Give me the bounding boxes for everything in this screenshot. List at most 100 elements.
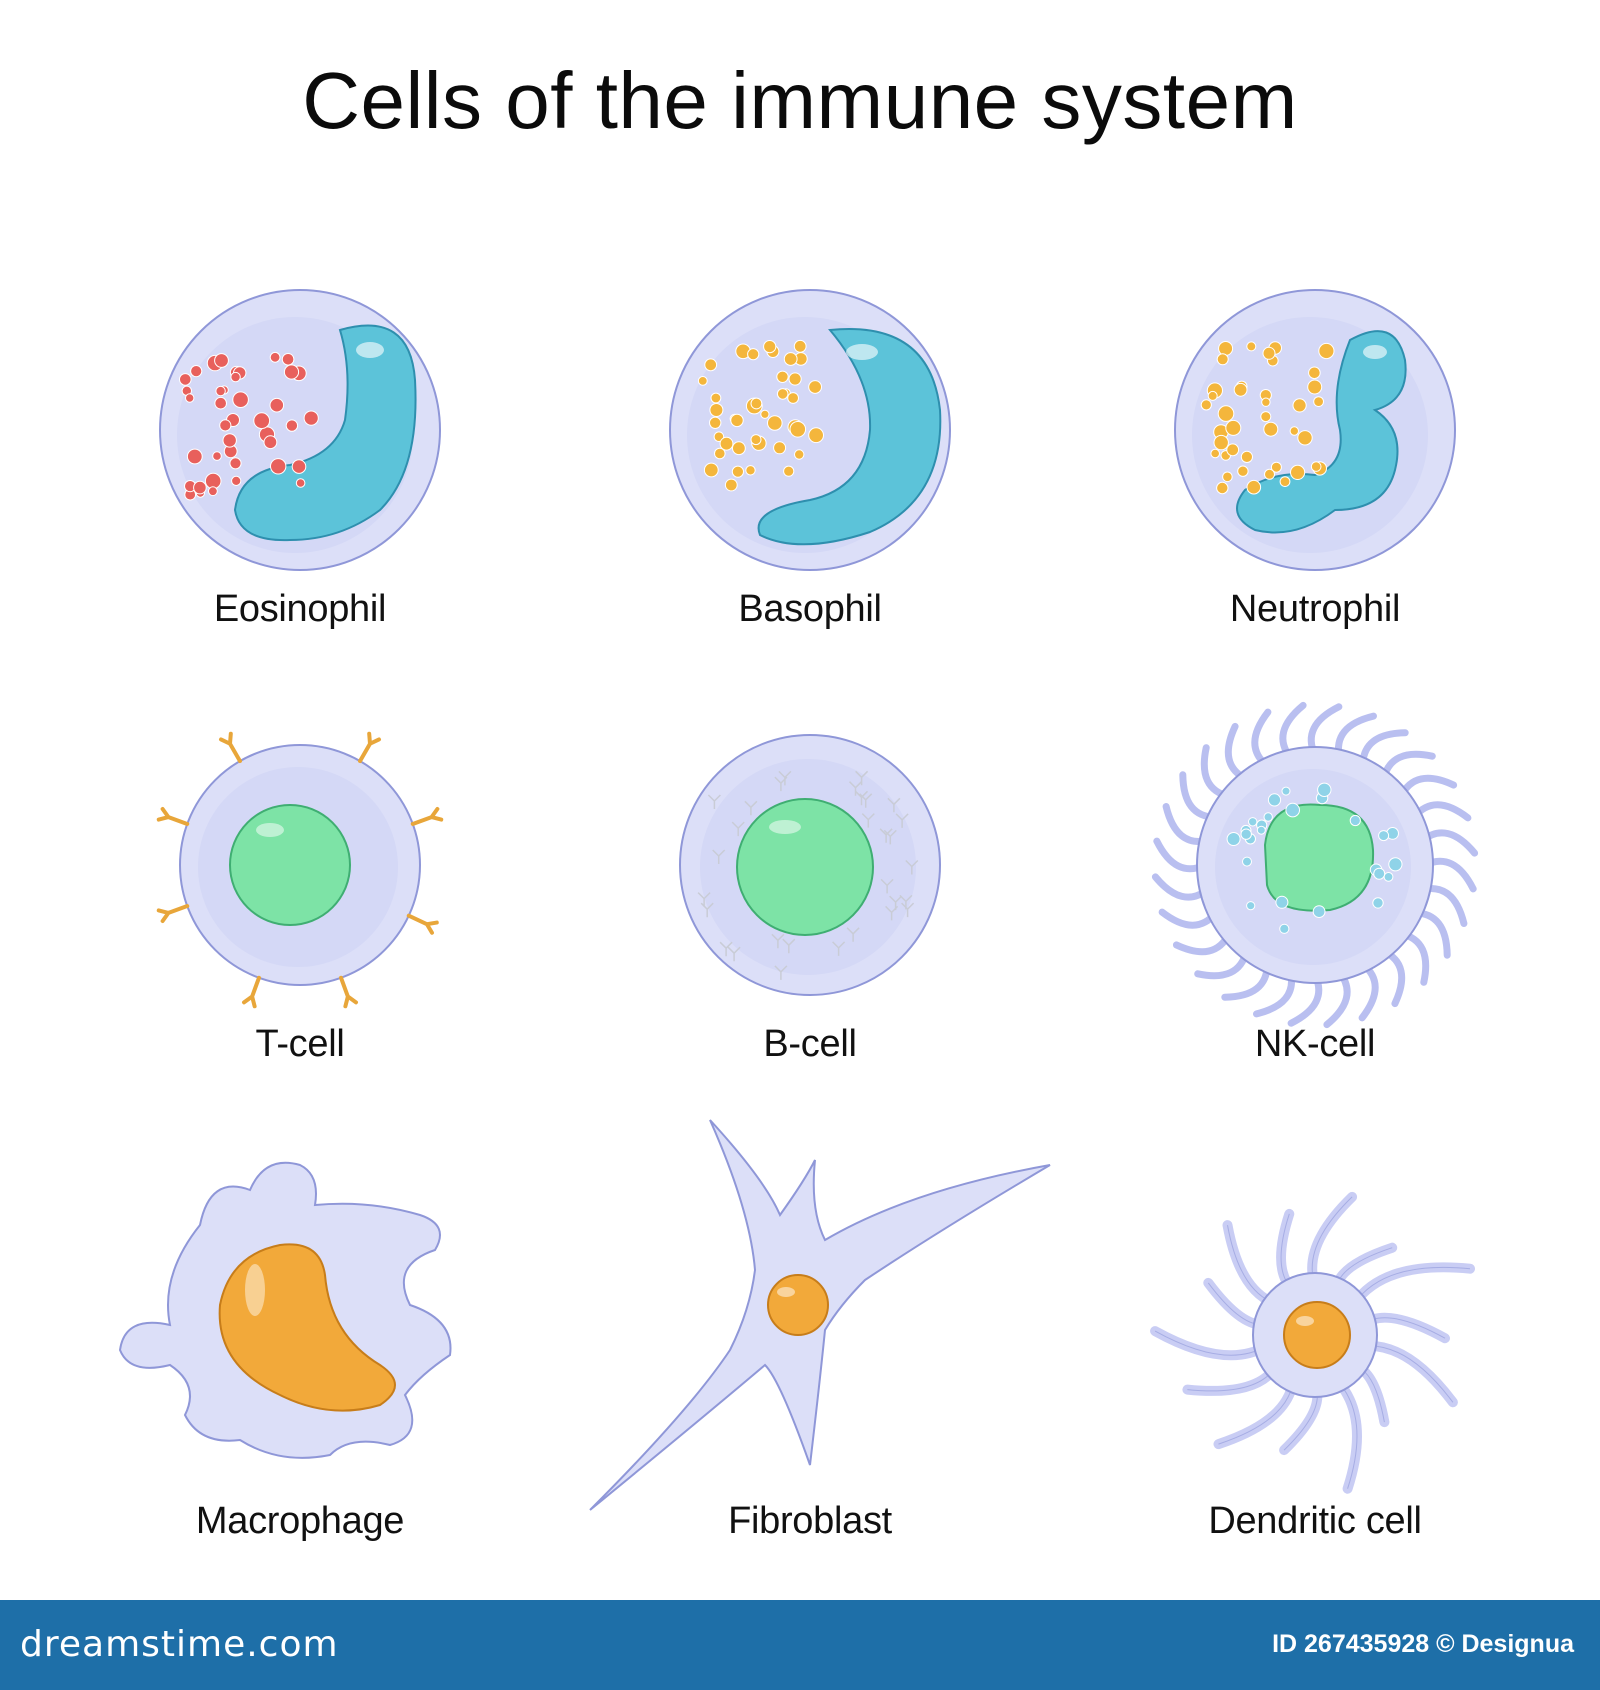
granule: [1237, 465, 1249, 477]
granule: [295, 478, 306, 488]
granule: [1312, 905, 1326, 919]
antibody: [887, 797, 901, 813]
antibody: [880, 878, 894, 894]
granule: [1256, 825, 1266, 835]
antibody: [731, 821, 745, 837]
granule: [704, 358, 718, 372]
antibody: [885, 905, 899, 921]
granule: [1313, 396, 1325, 408]
granule: [808, 380, 823, 394]
granule: [253, 412, 271, 430]
granule: [1264, 468, 1275, 480]
granule: [789, 421, 807, 438]
granule: [1213, 434, 1229, 451]
footer-image-id: ID 267435928 © Designua: [1272, 1630, 1574, 1658]
t-cell-panel: T-cell: [90, 705, 510, 1145]
t-cell-illustration: [156, 731, 444, 1009]
granule: [1233, 382, 1248, 397]
granule: [1240, 450, 1253, 463]
receptor: [339, 975, 358, 1009]
granule: [731, 465, 744, 478]
granule: [1285, 802, 1300, 818]
granule: [1372, 897, 1384, 909]
antibody: [774, 965, 788, 980]
dendrite: [1331, 1375, 1362, 1494]
antibody: [712, 849, 726, 864]
granule: [760, 409, 770, 419]
granule: [1261, 397, 1271, 407]
neutrophil-granules: [1200, 341, 1335, 495]
granule: [1262, 346, 1276, 360]
granule: [1289, 426, 1300, 436]
granule: [269, 351, 281, 363]
granule: [231, 475, 242, 486]
antibody: [774, 776, 788, 792]
granule: [732, 441, 746, 456]
granule: [750, 434, 762, 446]
granule: [767, 415, 783, 431]
granule: [1317, 782, 1332, 798]
cell-label-eosinophil: Eosinophil: [213, 588, 387, 630]
granule: [1246, 341, 1257, 352]
dendritic-cell-panel: Dendritic cell: [1105, 1145, 1525, 1585]
granule: [1307, 379, 1323, 395]
granule: [1240, 828, 1252, 840]
granule: [1297, 430, 1313, 446]
granule: [229, 457, 242, 470]
nk-cell-illustration: [1151, 701, 1479, 1029]
granule: [1246, 901, 1256, 911]
antibody: [905, 859, 919, 875]
granule: [208, 486, 218, 497]
granule: [1246, 479, 1262, 495]
fibroblast-panel: Fibroblast: [580, 1119, 1051, 1560]
cell-label-fibroblast: Fibroblast: [728, 1500, 892, 1542]
granule: [1226, 832, 1241, 846]
granule: [783, 352, 798, 366]
dendrite: [1222, 1220, 1281, 1309]
cell-label-t-cell: T-cell: [255, 1023, 345, 1065]
granule: [709, 416, 722, 430]
dendrite: [1150, 1326, 1272, 1361]
receptor: [219, 731, 242, 764]
receptor: [410, 807, 444, 826]
granule: [1216, 353, 1229, 366]
granule: [1263, 421, 1279, 437]
granule: [703, 462, 719, 478]
eosinophil-granules: [179, 351, 319, 501]
antibody: [782, 938, 796, 954]
macrophage-illustration: [118, 1161, 452, 1459]
cell-label-macrophage: Macrophage: [195, 1500, 405, 1542]
granule: [212, 451, 222, 461]
granule: [1248, 817, 1258, 827]
granule: [1308, 366, 1321, 380]
granule: [1349, 814, 1361, 827]
granule: [697, 376, 708, 386]
receptor: [406, 913, 439, 935]
granule: [776, 370, 789, 384]
cell-label-b-cell: B-cell: [763, 1023, 857, 1065]
granule: [773, 441, 787, 455]
granule: [1373, 867, 1386, 880]
granule: [185, 393, 195, 403]
footer-brand: dreamstime.com: [20, 1624, 339, 1665]
granule: [219, 419, 232, 432]
antibody: [848, 781, 863, 796]
granule: [1388, 857, 1403, 872]
granule: [269, 397, 285, 413]
granule: [1263, 812, 1273, 822]
granule: [776, 388, 789, 400]
granule: [303, 410, 319, 426]
granule: [291, 459, 307, 474]
cell-label-basophil: Basophil: [738, 588, 882, 630]
eosinophil-panel: Eosinophil: [90, 270, 510, 710]
granule: [214, 353, 229, 368]
antibody: [846, 927, 860, 942]
granule: [222, 433, 237, 448]
receptor: [358, 731, 381, 764]
granule: [724, 478, 738, 492]
granule: [1207, 390, 1218, 401]
cell-label-neutrophil: Neutrophil: [1229, 588, 1401, 630]
b-cell-antibodies: [697, 770, 919, 980]
footer-bar: dreamstime.com ID 267435928 © Designua: [0, 1600, 1600, 1690]
granule: [719, 436, 734, 451]
